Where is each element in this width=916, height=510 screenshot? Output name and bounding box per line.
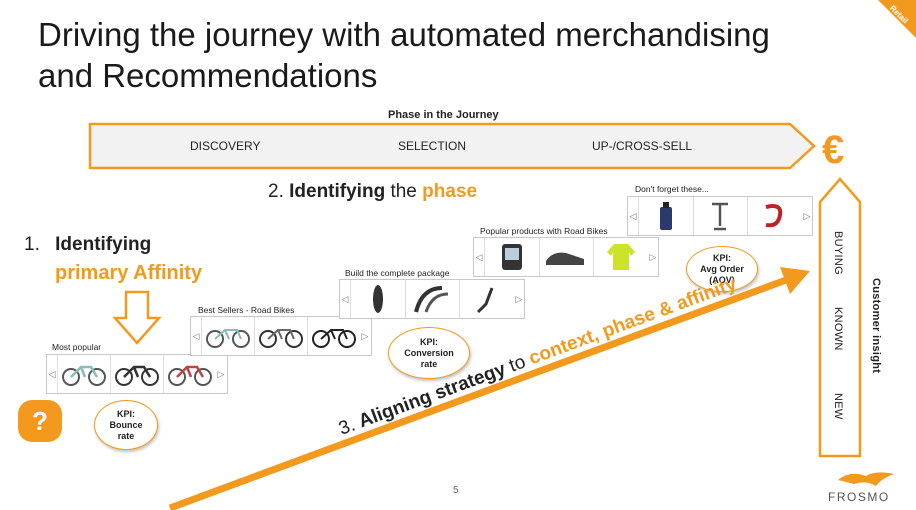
step-2-mid: the — [385, 181, 423, 202]
kpi-line-2: (AOV) — [709, 274, 735, 285]
carousel-dont-forget[interactable]: ◁ ▷ — [627, 196, 813, 236]
carousel-4-caption: Popular products with Road Bikes — [480, 226, 608, 236]
product-bike[interactable] — [57, 355, 110, 393]
carousel-2-caption: Best Sellers - Road Bikes — [198, 305, 295, 315]
prev-arrow-icon[interactable]: ◁ — [192, 330, 200, 341]
kpi-bounce-rate: KPI: Bounce rate — [94, 400, 158, 450]
step-1-accent: primary Affinity — [55, 262, 203, 284]
next-arrow-icon[interactable]: ▷ — [803, 210, 811, 221]
kpi-line-2: rate — [117, 430, 135, 441]
prev-arrow-icon[interactable]: ◁ — [475, 251, 483, 262]
carousel-3-caption: Build the complete package — [345, 268, 450, 278]
prev-arrow-icon[interactable]: ◁ — [629, 210, 637, 221]
kpi-line-2: rate — [420, 358, 438, 369]
step-2-number: 2. — [268, 181, 290, 202]
question-icon: ? — [18, 400, 62, 442]
phase-arrow — [88, 122, 816, 170]
prev-arrow-icon[interactable]: ◁ — [48, 368, 56, 379]
prev-arrow-icon[interactable]: ◁ — [341, 293, 349, 304]
step-1-number: 1. — [24, 234, 40, 255]
phase-discovery: DISCOVERY — [190, 139, 261, 153]
retail-corner-ribbon — [878, 0, 916, 38]
stage-new: NEW — [832, 393, 844, 420]
step-2-bold: Identifying — [289, 181, 386, 202]
next-arrow-icon[interactable]: ▷ — [361, 330, 369, 341]
step-1-bold: Identifying — [55, 234, 152, 255]
step-1: 1. Identifying primary Affinity — [24, 231, 202, 288]
carousel-5-caption: Don't forget these... — [635, 184, 709, 194]
phase-upsell: UP-/CROSS-SELL — [592, 139, 693, 153]
carousel-popular-with-road-bikes[interactable]: ◁ ▷ — [473, 237, 659, 277]
product-cycling-jacket[interactable] — [593, 238, 648, 276]
kpi-avg-order: KPI: Avg Order (AOV) — [686, 246, 758, 292]
product-tire[interactable] — [349, 280, 405, 318]
phase-label: Phase in the Journey — [388, 109, 499, 121]
product-road-bike[interactable] — [201, 317, 254, 355]
carousel-best-sellers[interactable]: ◁ ▷ — [190, 316, 372, 356]
insight-arrow — [818, 177, 862, 458]
product-bike-computer[interactable] — [483, 238, 539, 276]
frosmo-logo-icon — [838, 472, 894, 486]
product-cycling-shoe[interactable] — [538, 238, 594, 276]
product-water-bottle[interactable] — [637, 197, 693, 235]
brand-name: FROSMO — [828, 490, 890, 504]
step-2-accent: phase — [422, 181, 478, 202]
kpi-line-1: Avg Order — [700, 263, 744, 274]
stage-buying: BUYING — [832, 231, 844, 275]
kpi-conversion-rate: KPI: Conversion rate — [388, 327, 470, 379]
next-arrow-icon[interactable]: ▷ — [649, 251, 657, 262]
title-line-2: and Recommendations — [38, 57, 378, 94]
product-bike[interactable] — [163, 355, 216, 393]
slide-title: Driving the journey with automated merch… — [38, 14, 770, 96]
product-road-bike[interactable] — [307, 317, 360, 355]
product-chain-lock[interactable] — [747, 197, 802, 235]
euro-icon: € — [822, 128, 845, 172]
product-fenders[interactable] — [404, 280, 460, 318]
carousel-complete-package[interactable]: ◁ ▷ — [339, 279, 525, 319]
product-bike[interactable] — [110, 355, 163, 393]
kpi-head: KPI: — [713, 252, 731, 263]
phase-selection: SELECTION — [398, 139, 467, 153]
kpi-head: KPI: — [420, 336, 438, 347]
stage-known: KNOWN — [832, 307, 844, 351]
next-arrow-icon[interactable]: ▷ — [515, 293, 523, 304]
kpi-head: KPI: — [117, 408, 135, 419]
page-number: 5 — [453, 485, 459, 496]
down-arrow-icon — [112, 290, 162, 345]
title-line-1: Driving the journey with automated merch… — [38, 16, 770, 53]
carousel-1-caption: Most popular — [52, 342, 102, 352]
product-road-bike[interactable] — [254, 317, 307, 355]
next-arrow-icon[interactable]: ▷ — [217, 368, 225, 379]
insight-label: Customer insight — [870, 278, 882, 374]
product-kickstand[interactable] — [459, 280, 514, 318]
carousel-most-popular[interactable]: ◁ ▷ — [46, 354, 228, 394]
product-pump[interactable] — [692, 197, 748, 235]
step-2: 2. Identifying the phase — [268, 181, 477, 203]
kpi-line-1: Conversion — [404, 347, 454, 358]
kpi-line-1: Bounce — [109, 419, 143, 430]
